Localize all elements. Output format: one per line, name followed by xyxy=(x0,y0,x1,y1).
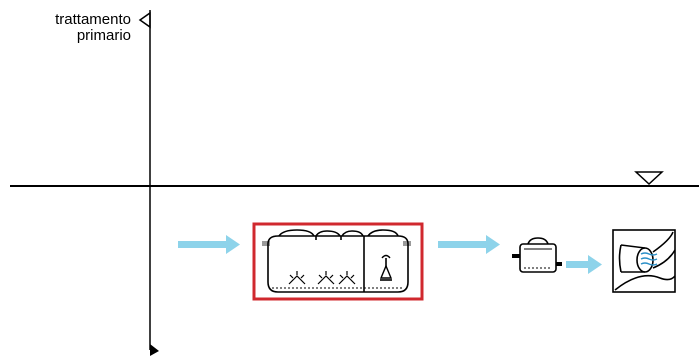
small-tank-icon xyxy=(512,237,562,273)
primary-treatment-highlight xyxy=(252,222,424,301)
water-level-triangle-icon xyxy=(634,171,664,186)
discharge-pipe-icon xyxy=(612,229,676,293)
flow-arrow-out xyxy=(566,255,602,274)
flow-arrow-mid xyxy=(438,235,500,254)
stage-label-line1: trattamento xyxy=(55,11,131,28)
axis-end-arrow-icon xyxy=(150,344,159,356)
flow-arrow-in xyxy=(178,235,240,254)
stage-label-line2: primario xyxy=(76,27,131,44)
septic-tank-icon xyxy=(262,229,411,293)
left-triangle-marker-icon xyxy=(138,11,151,29)
stage-label: trattamento primario xyxy=(55,12,131,44)
